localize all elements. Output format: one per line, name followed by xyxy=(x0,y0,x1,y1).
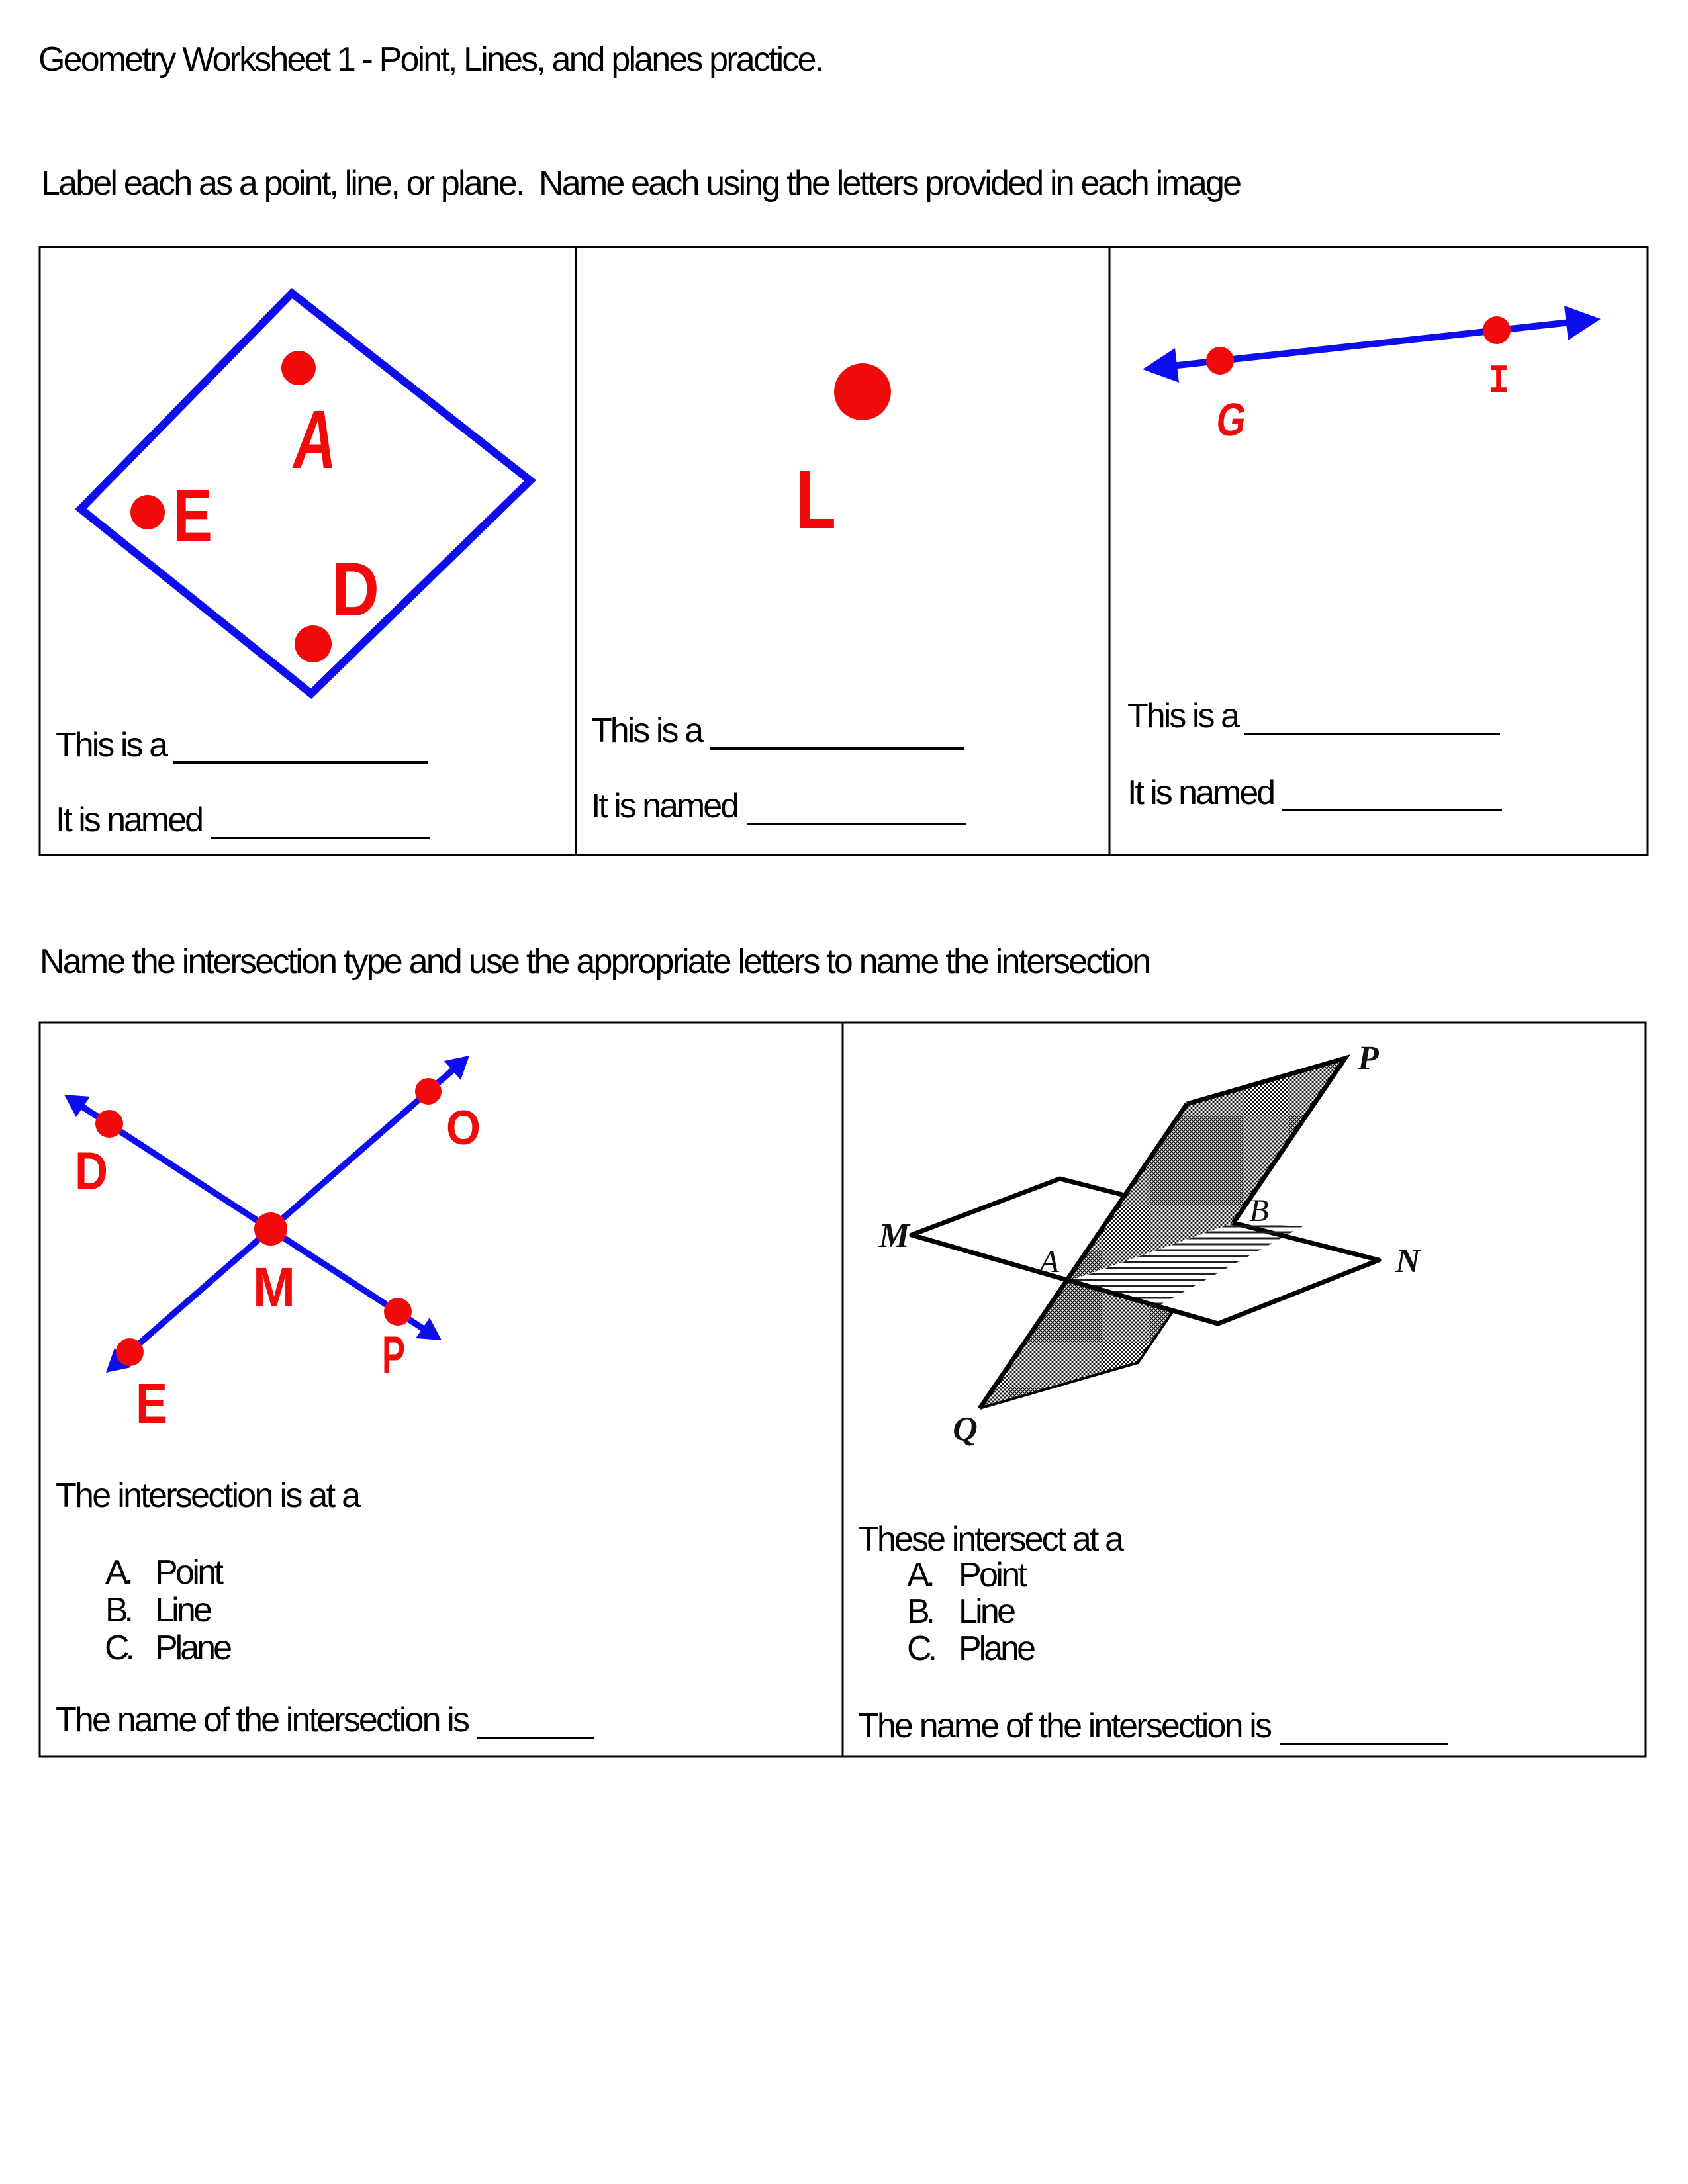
svg-text:These intersect at a: These intersect at a xyxy=(858,1520,1124,1559)
svg-text:M: M xyxy=(878,1217,911,1255)
svg-text:Q: Q xyxy=(953,1410,978,1448)
svg-text:M: M xyxy=(253,1256,295,1318)
svg-text:N: N xyxy=(1395,1242,1422,1280)
svg-text:A: A xyxy=(1037,1244,1059,1279)
svg-text:P: P xyxy=(382,1326,405,1385)
svg-text:E: E xyxy=(136,1373,167,1435)
svg-text:Point: Point xyxy=(155,1553,224,1592)
svg-text:Plane: Plane xyxy=(959,1629,1036,1668)
svg-text:It is named: It is named xyxy=(56,801,204,839)
svg-text:Plane: Plane xyxy=(155,1629,232,1667)
svg-text:L: L xyxy=(796,454,836,546)
svg-text:Line: Line xyxy=(959,1592,1016,1631)
svg-text:The name of the intersection i: The name of the intersection is xyxy=(56,1701,470,1739)
svg-text:Point: Point xyxy=(959,1556,1028,1594)
svg-text:A.: A. xyxy=(105,1553,134,1592)
svg-text:D: D xyxy=(332,547,379,632)
svg-text:Label each as a point, line, o: Label each as a point, line, or plane. N… xyxy=(41,164,1242,203)
svg-text:C.: C. xyxy=(105,1629,135,1667)
svg-text:The name of the intersection i: The name of the intersection is xyxy=(858,1707,1272,1745)
svg-text:B.: B. xyxy=(105,1591,134,1629)
svg-text:Name the intersection type and: Name the intersection type and use the a… xyxy=(40,942,1151,981)
svg-text:A.: A. xyxy=(907,1556,935,1594)
svg-text:B.: B. xyxy=(907,1592,935,1631)
svg-text:This is a: This is a xyxy=(591,711,704,750)
svg-text:B: B xyxy=(1249,1193,1268,1228)
svg-text:I: I xyxy=(1488,359,1509,404)
svg-text:This is a: This is a xyxy=(56,726,168,764)
svg-text:P: P xyxy=(1357,1040,1380,1077)
svg-text:The intersection is at a: The intersection is at a xyxy=(56,1477,361,1515)
svg-text:It is named: It is named xyxy=(591,787,739,825)
svg-text:Line: Line xyxy=(155,1591,212,1629)
svg-text:D: D xyxy=(75,1142,108,1201)
svg-text:O: O xyxy=(446,1101,481,1155)
svg-text:It is named: It is named xyxy=(1127,774,1276,812)
svg-text:Geometry Worksheet 1 - Point,: Geometry Worksheet 1 - Point, Lines, and… xyxy=(38,40,824,79)
svg-text:This is a: This is a xyxy=(1127,697,1240,735)
svg-text:C.: C. xyxy=(907,1629,937,1668)
svg-text:E: E xyxy=(173,475,212,557)
